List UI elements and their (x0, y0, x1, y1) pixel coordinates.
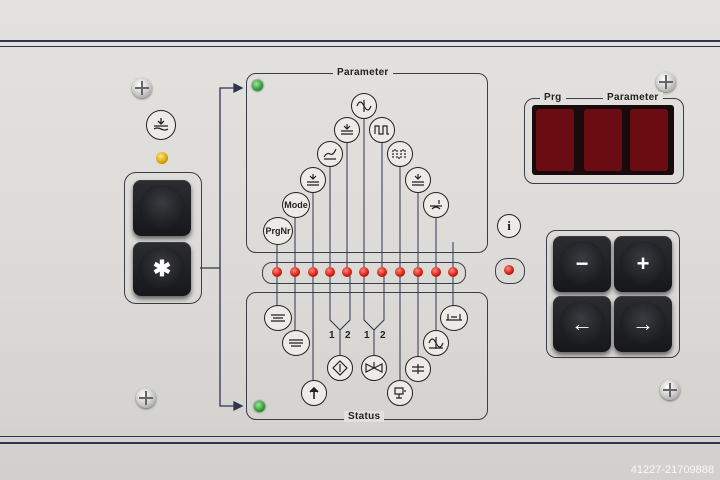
display-digit-3 (630, 109, 668, 171)
left-key-frame (124, 172, 202, 304)
screw-icon (136, 388, 156, 408)
position-icon (440, 305, 468, 331)
status-led (254, 401, 265, 412)
screw-icon (656, 72, 676, 92)
parameter-led-10 (431, 267, 441, 277)
frame-line-bottom-inner (0, 436, 720, 437)
right-arrow-button[interactable]: → (614, 296, 672, 352)
left-arrow-button[interactable]: ← (553, 296, 611, 352)
parameter-led-8 (395, 267, 405, 277)
asterisk-icon: ✱ (152, 256, 172, 281)
force-curve-icon (423, 192, 449, 218)
parameter-led-5 (342, 267, 352, 277)
status-number-4: 2 (380, 330, 386, 341)
led-row-frame (262, 262, 466, 284)
display-prg-label: Prg (540, 92, 566, 103)
pressure-gauge-icon (387, 380, 413, 406)
status-led-yellow (156, 152, 168, 164)
minus-button[interactable]: − (553, 236, 611, 292)
pulse-wave-icon (387, 141, 413, 167)
parameter-led-7 (377, 267, 387, 277)
display-parameter-label: Parameter (603, 92, 663, 103)
status-title: Status (344, 411, 385, 422)
parameter-led-6 (359, 267, 369, 277)
plus-button[interactable]: + (614, 236, 672, 292)
display-digit-2 (584, 109, 622, 171)
arrow-up-icon (301, 380, 327, 406)
square-wave-icon (369, 117, 395, 143)
valve-diamond-icon (327, 355, 353, 381)
info-led (504, 265, 514, 275)
display-digit-1 (536, 109, 574, 171)
keypad-frame (546, 230, 680, 358)
parameter-led-11 (448, 267, 458, 277)
parameter-led-3 (308, 267, 318, 277)
parameter-led (252, 80, 263, 91)
press-down-icon (405, 167, 431, 193)
plus-icon: + (636, 251, 650, 276)
screw-icon (132, 78, 152, 98)
parameter-led-4 (325, 267, 335, 277)
screw-icon (660, 380, 680, 400)
mode-icon: Mode (282, 192, 310, 218)
wave-status-icon (423, 330, 449, 356)
arrow-right-icon: → (632, 311, 654, 336)
frame-line-bottom (0, 442, 720, 444)
stroke-down-icon (334, 117, 360, 143)
parameter-led-1 (272, 267, 282, 277)
tool-open-icon (264, 305, 292, 331)
status-number-1: 1 (329, 330, 335, 341)
ramp-icon (317, 141, 343, 167)
frame-line-top (0, 40, 720, 42)
parameter-title: Parameter (333, 67, 393, 78)
seven-segment-display (532, 105, 674, 175)
info-led-frame (495, 258, 525, 284)
parameter-led-2 (290, 267, 300, 277)
feed-down-icon (300, 167, 326, 193)
frame-line-top-inner (0, 46, 720, 47)
hold-mode-icon[interactable] (146, 110, 176, 140)
status-number-3: 1 (364, 330, 370, 341)
arrow-left-icon: ← (571, 311, 593, 336)
valve-icon (361, 355, 387, 381)
sine-wave-icon (351, 93, 377, 119)
status-number-2: 2 (345, 330, 351, 341)
minus-icon: − (575, 251, 589, 276)
info-icon[interactable]: i (497, 214, 521, 238)
blank-button[interactable] (133, 180, 191, 236)
star-button[interactable]: ✱ (133, 242, 191, 296)
watermark-text: 41227-21709888 (630, 464, 714, 476)
prgnr-icon: PrgNr (263, 217, 293, 245)
parameter-led-9 (413, 267, 423, 277)
clamp-icon (405, 356, 431, 382)
tool-closed-icon (282, 330, 310, 356)
